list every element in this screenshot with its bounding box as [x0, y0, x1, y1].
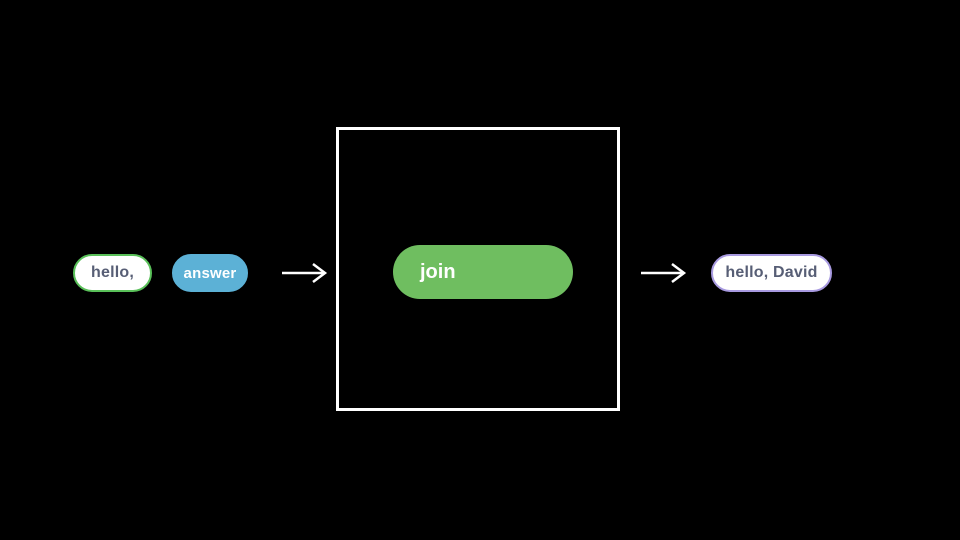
- join-block: join: [393, 245, 573, 299]
- function-box: join: [336, 127, 620, 411]
- right-arrow-icon: [279, 259, 331, 287]
- input-pill-hello: hello,: [73, 254, 152, 292]
- right-arrow-icon: [638, 259, 690, 287]
- input-pill-answer: answer: [172, 254, 248, 292]
- output-pill-hello-david: hello, David: [711, 254, 832, 292]
